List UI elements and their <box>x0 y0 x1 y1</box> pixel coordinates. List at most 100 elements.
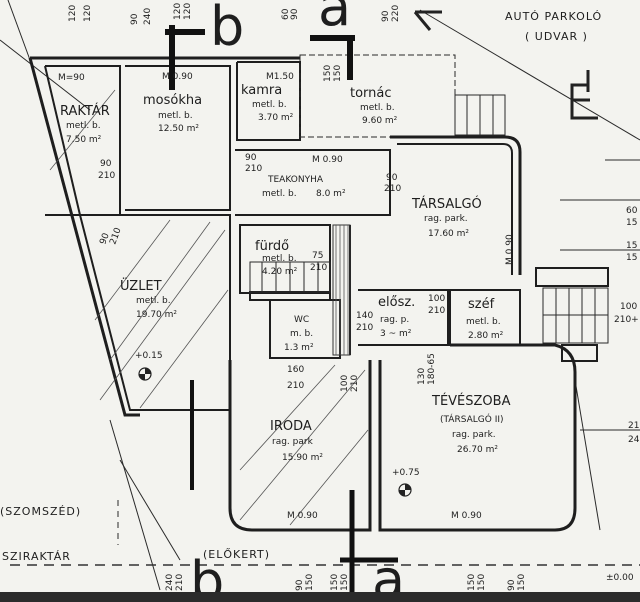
svg-text:210: 210 <box>428 306 445 316</box>
north-arrow-icon <box>413 10 598 120</box>
svg-text:2.80 m²: 2.80 m² <box>468 331 504 341</box>
svg-text:elősz.: elősz. <box>378 295 415 310</box>
svg-text:210: 210 <box>98 171 115 181</box>
svg-text:160: 160 <box>287 365 304 375</box>
svg-text:rag. park.: rag. park. <box>424 214 468 224</box>
room-tornac: tornác metl. b. 9.60 m² <box>350 86 398 126</box>
svg-text:7.50 m²: 7.50 m² <box>66 135 102 145</box>
svg-text:24: 24 <box>628 435 640 445</box>
svg-text:15.90 m²: 15.90 m² <box>282 453 323 463</box>
svg-text:m. b.: m. b. <box>290 329 313 339</box>
walls <box>28 54 609 532</box>
room-teveszoba: TÉVÉSZOBA (TÁRSALGÓ II) rag. park. 26.70… <box>431 393 511 521</box>
elevation-mark-uzlet: +0.15 <box>135 351 163 381</box>
svg-text:metl. b.: metl. b. <box>262 254 297 264</box>
room-tarsalgo: TÁRSALGÓ rag. park. 17.60 m² M 0.90 <box>411 196 515 265</box>
svg-text:M 0.90: M 0.90 <box>312 155 343 165</box>
svg-text:90: 90 <box>100 159 112 169</box>
svg-text:(TÁRSALGÓ II): (TÁRSALGÓ II) <box>440 413 504 425</box>
scan-bottom-edge <box>0 592 640 602</box>
svg-text:240: 240 <box>165 574 175 591</box>
svg-text:4.20 m²: 4.20 m² <box>262 267 298 277</box>
svg-text:tornác: tornác <box>350 86 392 101</box>
svg-text:WC: WC <box>294 315 309 325</box>
svg-text:150: 150 <box>340 574 350 591</box>
elevation-mark-edge: ±0.00 <box>606 573 634 583</box>
svg-text:fürdő: fürdő <box>255 239 289 254</box>
svg-text:100: 100 <box>620 302 637 312</box>
svg-text:210+: 210+ <box>614 315 639 325</box>
dimension-labels: 120 120 90 240 120 120 60 90 150 150 90 … <box>68 3 640 591</box>
svg-text:mosókha: mosókha <box>143 93 202 108</box>
room-szef: széf metl. b. 2.80 m² <box>466 297 504 341</box>
svg-text:metl. b.: metl. b. <box>360 103 395 113</box>
svg-text:rag. park.: rag. park. <box>452 430 496 440</box>
svg-text:150: 150 <box>477 574 487 591</box>
svg-text:120: 120 <box>173 3 183 20</box>
svg-text:180-65: 180-65 <box>427 353 437 385</box>
svg-text:90: 90 <box>386 173 398 183</box>
svg-text:15: 15 <box>626 253 637 263</box>
svg-text:21: 21 <box>628 421 639 431</box>
svg-text:150: 150 <box>333 65 343 82</box>
warehouse-label: SZIRAKTÁR <box>2 550 71 563</box>
svg-text:220: 220 <box>391 5 401 22</box>
svg-text:150: 150 <box>323 65 333 82</box>
svg-text:metl. b.: metl. b. <box>466 317 501 327</box>
svg-text:IRODA: IRODA <box>270 419 312 434</box>
svg-text:metl. b.: metl. b. <box>158 111 193 121</box>
svg-text:metl. b.: metl. b. <box>262 189 297 199</box>
svg-text:150: 150 <box>305 574 315 591</box>
svg-text:210: 210 <box>384 184 401 194</box>
svg-text:150: 150 <box>330 574 340 591</box>
room-wc: WC m. b. 1.3 m² <box>284 315 314 353</box>
room-teakonyha: M 0.90 TEAKONYHA metl. b. 8.0 m² <box>262 155 346 199</box>
svg-text:19.70 m²: 19.70 m² <box>136 310 177 320</box>
svg-text:140: 140 <box>356 311 373 321</box>
room-elosz: elősz. rag. p. 3 ~ m² <box>378 295 415 339</box>
svg-text:150: 150 <box>467 574 477 591</box>
svg-text:90: 90 <box>98 232 111 246</box>
svg-text:metl. b.: metl. b. <box>252 100 287 110</box>
svg-text:130: 130 <box>417 368 427 385</box>
room-raktar: M=90 RAKTÁR metl. b. 7.50 m² <box>58 73 110 145</box>
svg-text:M 0.90: M 0.90 <box>287 511 318 521</box>
svg-text:100: 100 <box>340 375 350 392</box>
courtyard-label: ( UDVAR ) <box>525 30 588 43</box>
svg-text:210: 210 <box>245 164 262 174</box>
svg-text:RAKTÁR: RAKTÁR <box>60 103 110 119</box>
svg-text:M 0.90: M 0.90 <box>451 511 482 521</box>
svg-text:M 0.90: M 0.90 <box>505 234 515 265</box>
svg-text:+0.15: +0.15 <box>135 351 163 361</box>
svg-text:rag. park: rag. park <box>272 437 314 447</box>
svg-text:17.60 m²: 17.60 m² <box>428 229 469 239</box>
svg-text:90: 90 <box>290 8 300 20</box>
section-label-a-top: a <box>318 0 351 38</box>
svg-text:TÁRSALGÓ: TÁRSALGÓ <box>411 196 482 212</box>
svg-text:+0.75: +0.75 <box>392 468 420 478</box>
svg-text:60: 60 <box>281 8 291 20</box>
svg-text:100: 100 <box>428 294 445 304</box>
svg-text:90: 90 <box>295 579 305 591</box>
svg-text:240: 240 <box>143 8 153 25</box>
svg-text:12.50 m²: 12.50 m² <box>158 124 199 134</box>
svg-text:1.3 m²: 1.3 m² <box>284 343 314 353</box>
svg-text:15: 15 <box>626 218 637 228</box>
room-uzlet: ÜZLET metl. b. 19.70 m² <box>120 277 177 320</box>
section-label-b-top: b <box>210 0 244 58</box>
svg-text:90: 90 <box>245 153 257 163</box>
room-mosokha: M 0.90 mosókha metl. b. 12.50 m² <box>143 72 202 134</box>
svg-text:±0.00: ±0.00 <box>606 573 634 583</box>
svg-text:120: 120 <box>83 5 93 22</box>
svg-text:90: 90 <box>130 13 140 25</box>
svg-text:60: 60 <box>626 206 638 216</box>
svg-text:3 ~ m²: 3 ~ m² <box>380 329 412 339</box>
svg-text:210: 210 <box>350 375 360 392</box>
svg-text:metl. b.: metl. b. <box>66 121 101 131</box>
svg-text:26.70 m²: 26.70 m² <box>457 445 498 455</box>
svg-text:120: 120 <box>183 3 193 20</box>
svg-text:9.60 m²: 9.60 m² <box>362 116 398 126</box>
svg-text:M1.50: M1.50 <box>266 72 294 82</box>
svg-text:150: 150 <box>517 574 527 591</box>
